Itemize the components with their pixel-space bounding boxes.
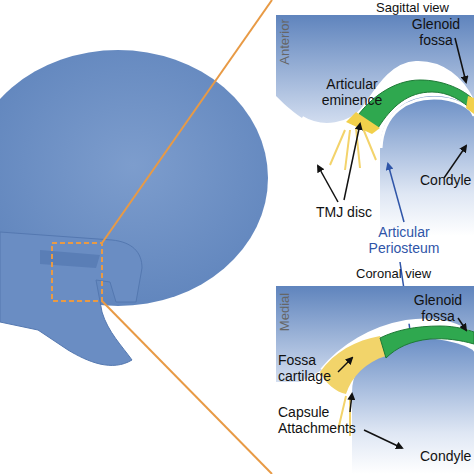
leader-arrow xyxy=(318,166,338,202)
part-label: Fossa cartilage xyxy=(278,352,340,384)
disc-attachment xyxy=(346,112,380,134)
part-label: Condyle xyxy=(420,172,474,188)
orientation-label: Anterior xyxy=(277,19,293,65)
leader-arrow xyxy=(455,38,466,82)
view-heading: Sagittal view xyxy=(376,0,474,16)
tmj-disc-shape xyxy=(380,326,474,358)
zoom-line xyxy=(102,301,272,474)
leader-arrow xyxy=(338,358,352,372)
part-label: Articular eminence xyxy=(314,76,390,108)
jaw-region xyxy=(0,232,142,365)
zygomatic-arch xyxy=(40,250,100,268)
view-heading: Coronal view xyxy=(356,266,466,282)
part-label: Glenoid fossa xyxy=(406,292,470,324)
leader-arrow xyxy=(364,430,402,448)
part-label: TMJ disc xyxy=(316,204,396,220)
zoom-line xyxy=(102,0,272,243)
zoom-box xyxy=(52,243,102,301)
leader-arrow xyxy=(458,318,466,330)
leader-arrow xyxy=(350,394,352,412)
leader-arrow xyxy=(344,124,360,200)
disc-attachment xyxy=(466,96,474,114)
periosteum-arrow xyxy=(388,164,404,222)
part-label: Capsule Attachments xyxy=(278,404,362,436)
part-label: Glenoid fossa xyxy=(404,16,468,48)
condyle-shape xyxy=(380,96,474,236)
part-label: Articular Periosteum xyxy=(344,224,464,256)
part-label: Condyle xyxy=(420,448,474,464)
orientation-label: Medial xyxy=(277,293,293,331)
fossa-cartilage-shape xyxy=(320,336,386,394)
